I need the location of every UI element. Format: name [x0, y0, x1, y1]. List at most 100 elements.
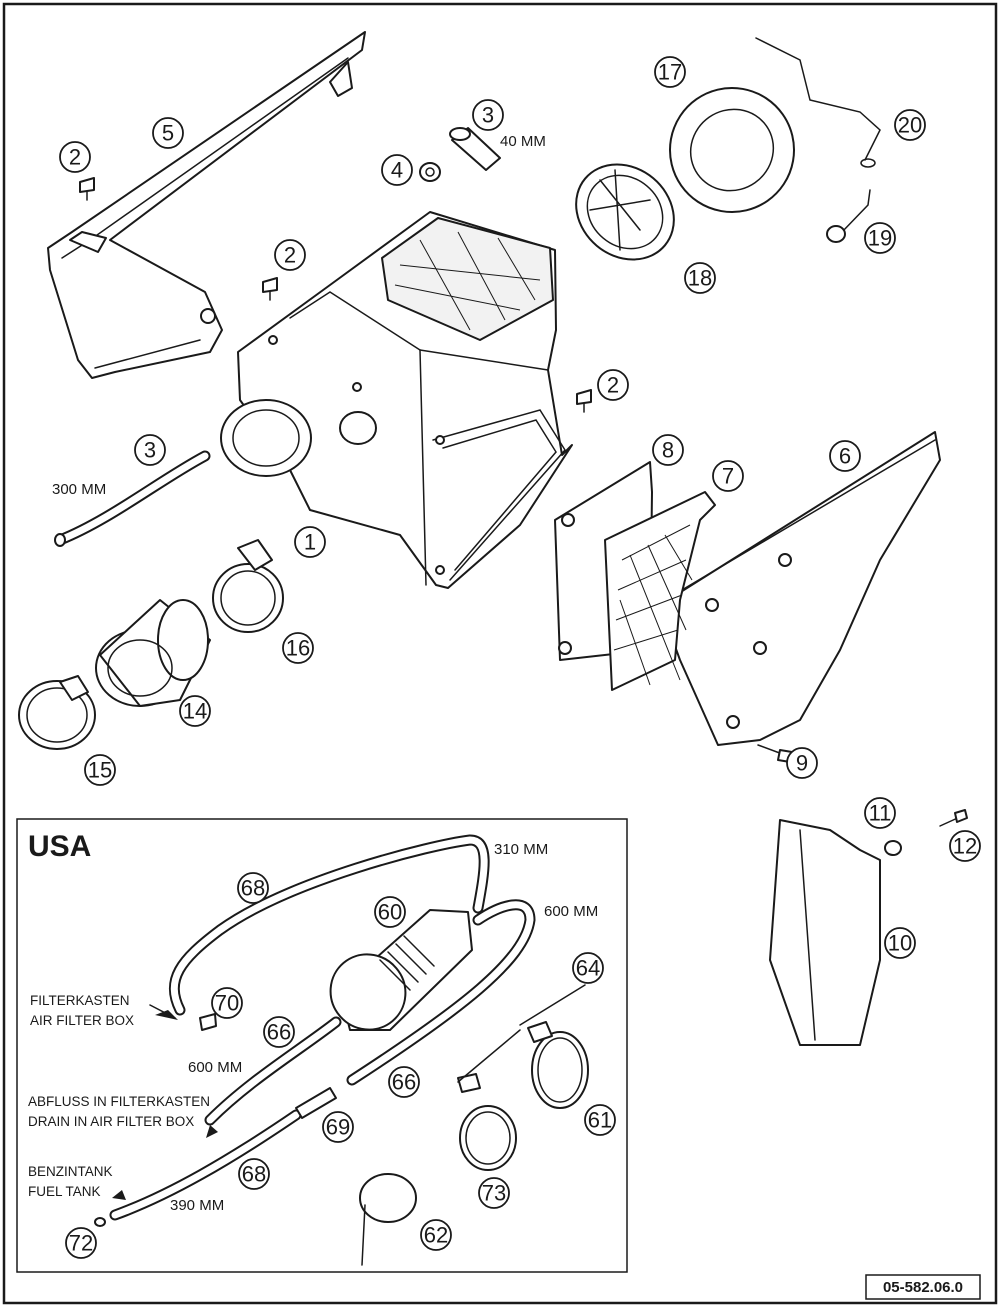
- svg-text:12: 12: [953, 834, 977, 859]
- svg-text:3: 3: [482, 103, 494, 128]
- dimension-310mm: 310 MM: [494, 841, 548, 858]
- drawing-number: 05-582.06.0: [883, 1279, 963, 1296]
- callout-60: 60: [374, 896, 406, 928]
- filter-clip: [755, 37, 881, 168]
- hose-310: [168, 834, 490, 1016]
- callout-16: 16: [282, 632, 314, 664]
- callout-4: 4: [381, 154, 413, 186]
- arrow-drain-icon: [206, 1125, 218, 1138]
- screw-12: [939, 809, 968, 827]
- screw-right: [576, 389, 592, 413]
- svg-text:20: 20: [898, 113, 922, 138]
- usa-box: [16, 818, 628, 1273]
- svg-text:8: 8: [662, 438, 674, 463]
- callout-8: 8: [652, 434, 684, 466]
- hose-600-lower: [204, 1016, 342, 1126]
- note-drain-de: ABFLUSS IN FILTERKASTEN: [28, 1094, 210, 1109]
- callout-68b: 68: [238, 1158, 270, 1190]
- svg-text:68: 68: [242, 1162, 266, 1187]
- dimension-300mm: 300 MM: [52, 481, 106, 498]
- charcoal-canister: [329, 909, 473, 1031]
- dimension-40mm: 40 MM: [500, 133, 546, 150]
- grommet: [419, 162, 441, 182]
- svg-text:66: 66: [392, 1070, 416, 1095]
- svg-text:14: 14: [183, 699, 207, 724]
- arrow-fuel-icon: [112, 1190, 126, 1200]
- callout-70: 70: [211, 987, 243, 1019]
- callout-69: 69: [322, 1111, 354, 1143]
- dimension-600mm-left: 600 MM: [188, 1059, 242, 1076]
- svg-text:2: 2: [284, 243, 296, 268]
- callout-72: 72: [65, 1227, 97, 1259]
- washer-11: [884, 840, 902, 856]
- callout-66a: 66: [263, 1016, 295, 1048]
- note-filterbox-en: AIR FILTER BOX: [30, 1013, 134, 1028]
- connector-69: [295, 1087, 337, 1119]
- svg-text:3: 3: [144, 438, 156, 463]
- svg-text:62: 62: [424, 1223, 448, 1248]
- valve-70: [199, 1013, 217, 1031]
- clamp-15: [18, 675, 96, 750]
- callout-15: 15: [84, 754, 116, 786]
- svg-text:73: 73: [482, 1181, 506, 1206]
- callout-12: 12: [949, 830, 981, 862]
- callout-9: 9: [786, 747, 818, 779]
- svg-text:66: 66: [267, 1020, 291, 1045]
- air-filter: [669, 87, 795, 213]
- svg-text:70: 70: [215, 991, 239, 1016]
- callout-1: 1: [294, 526, 326, 558]
- dimension-600mm-top: 600 MM: [544, 903, 598, 920]
- svg-text:1: 1: [304, 530, 316, 555]
- note-filterbox-de: FILTERKASTEN: [30, 993, 130, 1008]
- svg-text:60: 60: [378, 900, 402, 925]
- note-fuel-de: BENZINTANK: [28, 1164, 113, 1179]
- callout-18: 18: [684, 262, 716, 294]
- svg-text:61: 61: [588, 1108, 612, 1133]
- callout-62: 62: [420, 1219, 452, 1251]
- arrow-filterbox-icon: [149, 1004, 178, 1020]
- filter-screen: [604, 491, 716, 691]
- svg-text:72: 72: [69, 1231, 93, 1256]
- callout-6: 6: [829, 440, 861, 472]
- callout-3b: 3: [134, 434, 166, 466]
- callout-11: 11: [864, 797, 896, 829]
- svg-text:2: 2: [607, 373, 619, 398]
- callout-3a: 3: [472, 99, 504, 131]
- mud-flap: [769, 819, 881, 1046]
- hose-600-upper: [346, 899, 536, 1086]
- bracket-73: [457, 1029, 521, 1171]
- screw-center: [262, 277, 278, 301]
- cable-tie-62: [359, 1173, 417, 1266]
- callout-61: 61: [584, 1104, 616, 1136]
- callout-2c: 2: [597, 369, 629, 401]
- screw-left: [79, 177, 95, 201]
- short-hose-40: [449, 127, 501, 171]
- callout-66b: 66: [388, 1066, 420, 1098]
- hose-300: [54, 450, 211, 547]
- dimension-390mm: 390 MM: [170, 1197, 224, 1214]
- svg-text:2: 2: [69, 145, 81, 170]
- callout-19: 19: [864, 222, 896, 254]
- note-fuel-en: FUEL TANK: [28, 1184, 101, 1199]
- svg-text:5: 5: [162, 121, 174, 146]
- right-side-cover: [659, 431, 941, 746]
- intake-boot: [95, 599, 211, 707]
- callout-10: 10: [884, 927, 916, 959]
- svg-text:9: 9: [796, 751, 808, 776]
- callout-20: 20: [894, 109, 926, 141]
- callout-5: 5: [152, 117, 184, 149]
- callout-73: 73: [478, 1177, 510, 1209]
- callout-2a: 2: [59, 141, 91, 173]
- note-drain-en: DRAIN IN AIR FILTER BOX: [28, 1114, 194, 1129]
- drawing-number-box: [865, 1274, 981, 1300]
- callout-64: 64: [572, 952, 604, 984]
- svg-text:4: 4: [391, 158, 403, 183]
- clip-72: [94, 1217, 106, 1227]
- svg-text:7: 7: [722, 464, 734, 489]
- callout-14: 14: [179, 695, 211, 727]
- svg-text:18: 18: [688, 266, 712, 291]
- svg-text:15: 15: [88, 758, 112, 783]
- svg-text:11: 11: [869, 801, 892, 826]
- callout-7: 7: [712, 460, 744, 492]
